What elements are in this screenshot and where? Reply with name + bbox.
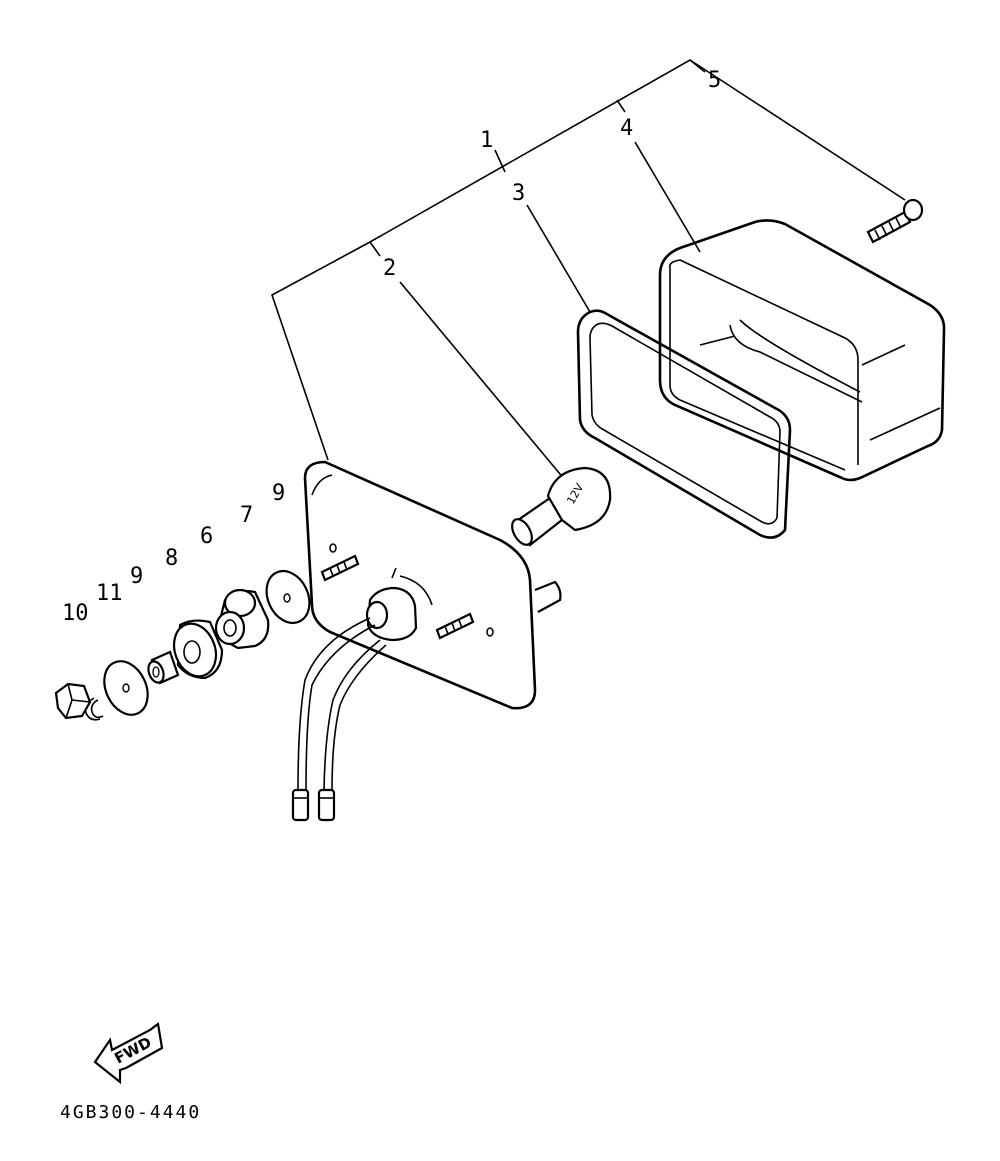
lens-screw — [866, 198, 924, 244]
bulb: 12V — [511, 466, 612, 547]
diagram-code: 4GB300-4440 — [60, 1102, 201, 1123]
nut — [54, 682, 92, 720]
base-plate — [303, 460, 562, 710]
tail-lens — [658, 219, 946, 482]
callout-labels: 1 2 3 4 5 6 7 8 9 9 10 11 — [62, 68, 721, 626]
callout-2: 2 — [383, 256, 396, 281]
callout-11: 11 — [96, 581, 123, 606]
grommet — [214, 588, 270, 650]
callout-1: 1 — [480, 128, 493, 153]
lens-gasket — [576, 309, 792, 539]
leader-lines — [271, 59, 906, 481]
callout-6: 6 — [200, 524, 213, 549]
washer-right — [265, 570, 311, 624]
callout-5: 5 — [708, 68, 721, 93]
callout-8: 8 — [165, 546, 178, 571]
collar — [172, 619, 224, 680]
washer-left — [103, 660, 149, 716]
callout-9-left: 9 — [130, 564, 143, 589]
callout-3: 3 — [512, 181, 525, 206]
callout-9-right: 9 — [272, 481, 285, 506]
callout-4: 4 — [620, 116, 633, 141]
callout-7: 7 — [240, 503, 253, 528]
callout-10: 10 — [62, 601, 89, 626]
spacer — [147, 650, 180, 685]
wire-harness — [291, 617, 387, 822]
forward-arrow-icon: FWD — [93, 1022, 164, 1085]
